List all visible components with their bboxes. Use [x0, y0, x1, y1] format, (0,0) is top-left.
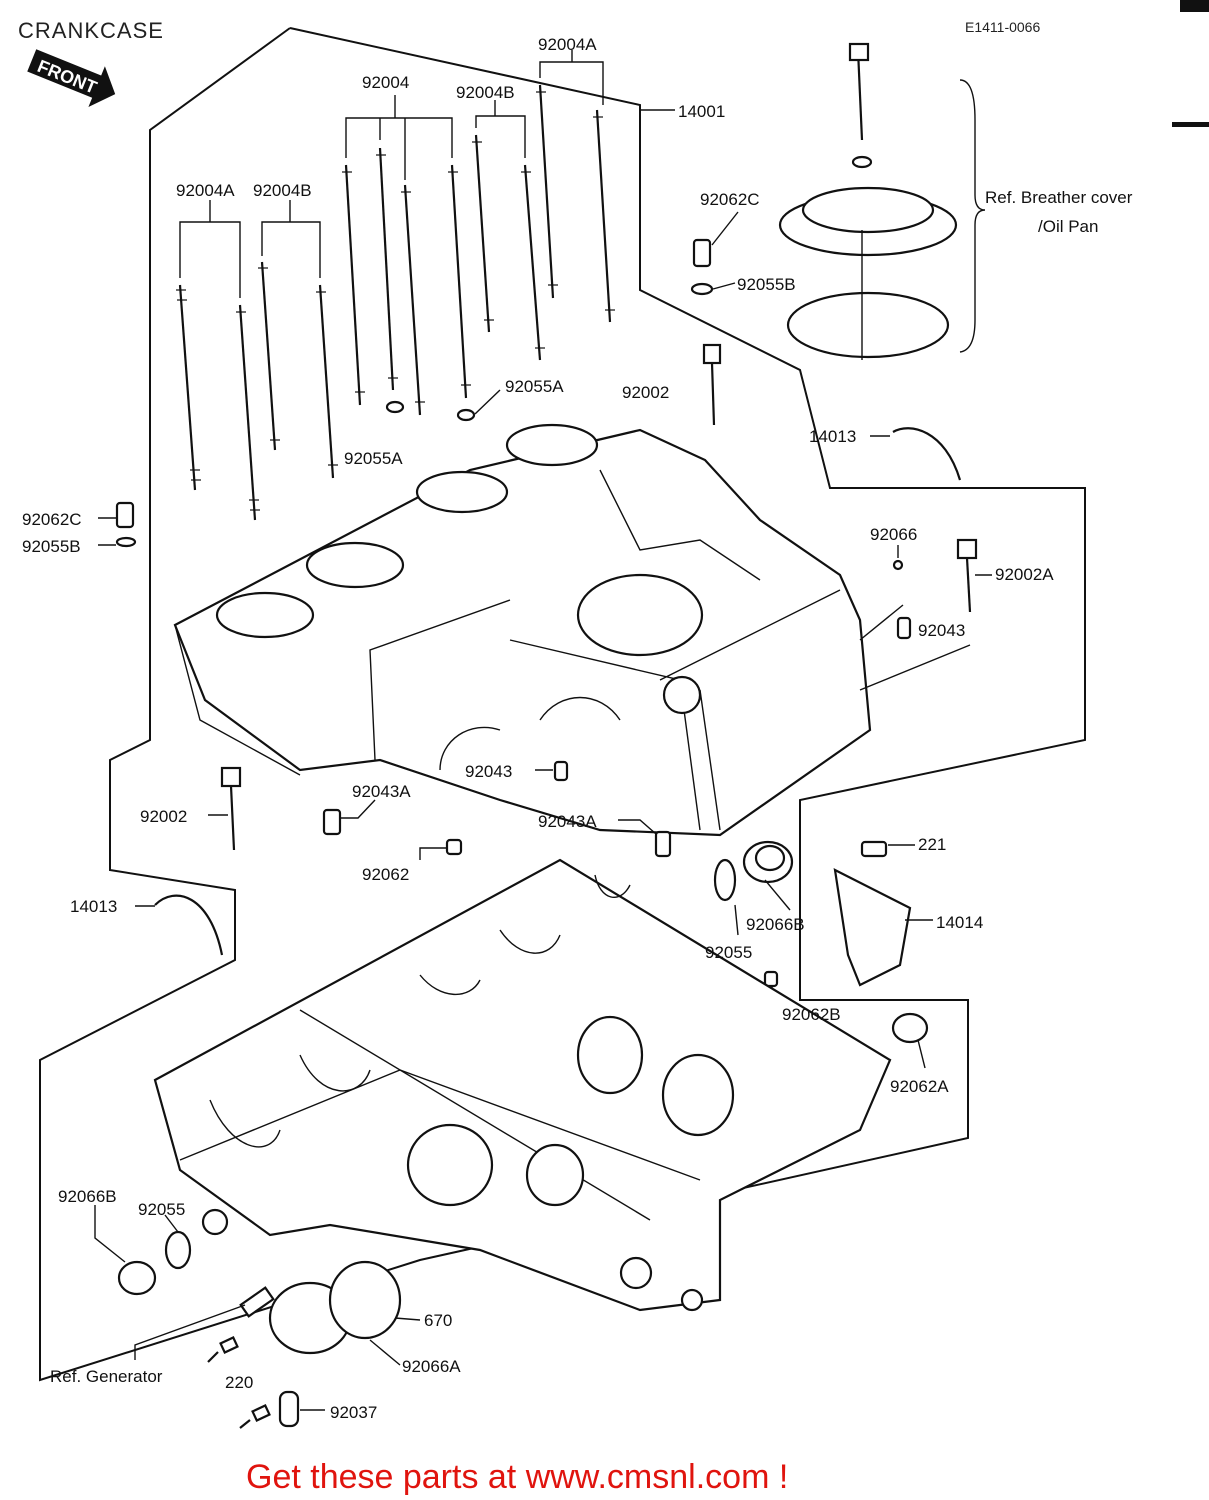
leader-line: [859, 644, 971, 691]
plug-92062B: [763, 970, 779, 988]
label-92055-b: 92055: [138, 1200, 185, 1219]
plate-92037: [278, 1390, 300, 1428]
label-brackets: [179, 50, 675, 298]
ref-generator: Ref. Generator: [50, 1367, 163, 1386]
dowel-92043A-center: [654, 830, 672, 858]
label-92055-a: 92055: [705, 943, 752, 962]
label-92055B-a: 92055B: [737, 275, 796, 294]
leader-line: [618, 819, 657, 835]
breather-ref-bracket: [959, 79, 986, 353]
label-92066B-b: 92066B: [58, 1187, 117, 1206]
upper-case-boundary: [39, 27, 1086, 1382]
label-92043-a: 92043: [918, 621, 965, 640]
stud: [521, 164, 545, 361]
label-92004A-left: 92004A: [176, 181, 235, 200]
label-92037: 92037: [330, 1403, 377, 1422]
label-92002-b: 92002: [140, 807, 187, 826]
front-arrow-icon: FRONT: [27, 49, 116, 108]
label-92062: 92062: [362, 865, 409, 884]
upper-crankcase: [173, 423, 872, 837]
clip-14013-upper: [892, 427, 962, 481]
plug-92062: [445, 838, 463, 856]
corner-mark: [1180, 0, 1209, 12]
dowel-92043A-left: [322, 808, 342, 836]
label-92066A: 92066A: [402, 1357, 461, 1376]
leader-line: [340, 799, 376, 819]
label-221: 221: [918, 835, 946, 854]
stud: [401, 184, 425, 416]
label-92004: 92004: [362, 73, 409, 92]
collar-92062C: [690, 211, 739, 296]
stud-group-92004: [176, 84, 615, 521]
leader-line: [917, 1039, 926, 1069]
label-92004B-top: 92004B: [456, 83, 515, 102]
label-14001: 14001: [678, 102, 725, 121]
stud: [472, 134, 494, 333]
label-92066B-a: 92066B: [746, 915, 805, 934]
label-14014: 14014: [936, 913, 983, 932]
dowel-92043-right: [896, 616, 912, 640]
stud: [448, 164, 471, 399]
label-670: 670: [424, 1311, 452, 1330]
plug-92066B-upper: [713, 840, 794, 936]
stud: [593, 109, 615, 323]
dowel-92043-center: [553, 760, 569, 782]
bolt-92002-upper: [702, 343, 722, 426]
lower-crankcase: [153, 858, 892, 1312]
label-92066: 92066: [870, 525, 917, 544]
washer-92055A-b: [456, 408, 476, 422]
leader-line: [134, 1304, 246, 1360]
stud: [342, 164, 365, 406]
plug-92066B-lower: [94, 1205, 192, 1296]
label-92055B-b: 92055B: [22, 537, 81, 556]
ref-breather-line1: Ref. Breather cover: [985, 188, 1133, 207]
clip-14013-lower: [154, 894, 224, 956]
cover-92066A: [239, 1260, 421, 1366]
stud: [376, 147, 398, 391]
bolt-220: [207, 1336, 271, 1429]
stud: [258, 261, 280, 451]
bolt-92002A: [956, 538, 992, 613]
label-92062C-a: 92062C: [700, 190, 760, 209]
collar-92062C-left: [98, 501, 137, 548]
washer-92055A-a: [385, 400, 405, 414]
label-92062A: 92062A: [890, 1077, 949, 1096]
plug-92062A: [891, 1012, 929, 1044]
leader-line: [474, 389, 501, 415]
label-92002-a: 92002: [622, 383, 669, 402]
diagram-code: E1411-0066: [965, 19, 1040, 35]
label-92055A-b: 92055A: [344, 449, 403, 468]
label-92004A-top: 92004A: [538, 35, 597, 54]
edge-mark: [1172, 122, 1209, 127]
label-14013-a: 14013: [809, 427, 856, 446]
label-92043A-b: 92043A: [538, 812, 597, 831]
footer-link[interactable]: Get these parts at www.cmsnl.com !: [246, 1458, 788, 1496]
label-92055A-a: 92055A: [505, 377, 564, 396]
bolt-92002-lower: [208, 766, 242, 851]
label-92004B-left: 92004B: [253, 181, 312, 200]
leader-line: [859, 604, 904, 641]
ref-breather-line2: /Oil Pan: [1038, 217, 1098, 236]
label-92043A-a: 92043A: [352, 782, 411, 801]
breather-cover: [778, 42, 958, 360]
cover-14014: [833, 840, 933, 987]
label-14013-b: 14013: [70, 897, 117, 916]
label-92062C-b: 92062C: [22, 510, 82, 529]
o-ring-92066: [892, 559, 904, 571]
diagram-title: CRANKCASE: [18, 18, 164, 43]
label-92002A: 92002A: [995, 565, 1054, 584]
leader-line: [419, 847, 447, 860]
stud: [236, 304, 260, 521]
label-92043-b: 92043: [465, 762, 512, 781]
label-220: 220: [225, 1373, 253, 1392]
stud: [536, 84, 558, 299]
stud: [176, 284, 201, 491]
stud: [316, 284, 338, 479]
label-92062B: 92062B: [782, 1005, 841, 1024]
